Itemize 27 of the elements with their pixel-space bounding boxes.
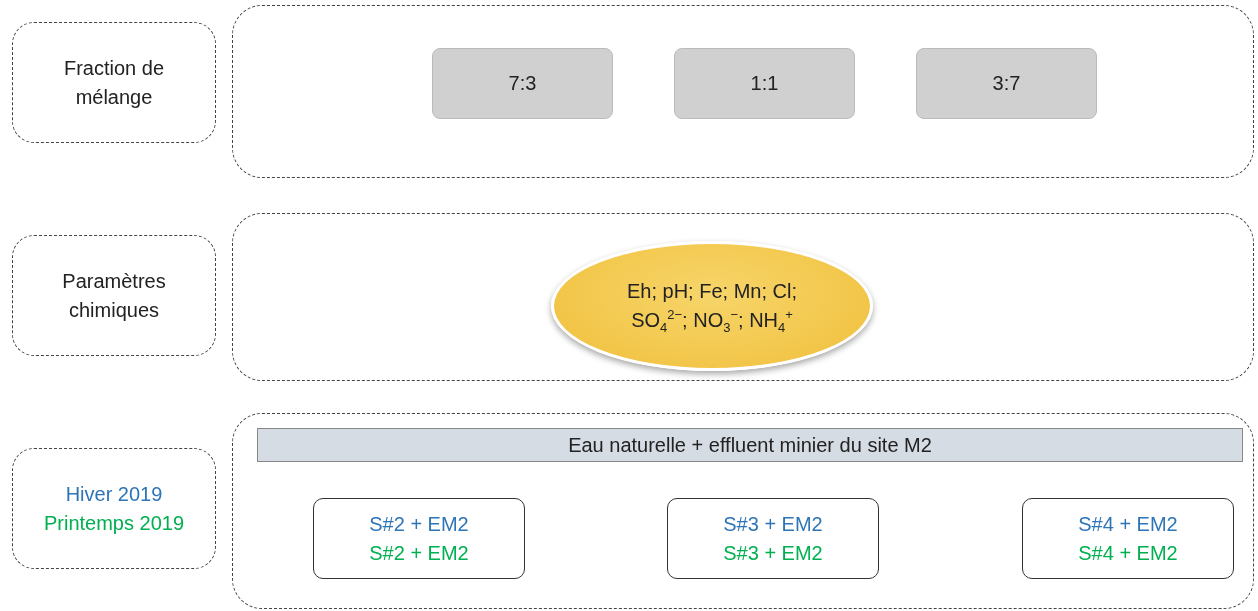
dashed-panel bbox=[232, 413, 1254, 609]
box-label: S#3 + EM2 bbox=[723, 511, 823, 537]
box-label: 1:1 bbox=[750, 71, 779, 96]
category-label: Paramètres chimiques bbox=[61, 268, 167, 323]
box-label: S#3 + EM2 bbox=[723, 540, 823, 566]
sample-box bbox=[667, 498, 879, 579]
category-label: Fraction de mélange bbox=[62, 55, 166, 110]
ratio-box bbox=[432, 48, 613, 119]
box-label: S#2 + EM2 bbox=[369, 511, 469, 537]
sample-box bbox=[1022, 498, 1234, 579]
box-label: S#4 + EM2 bbox=[1078, 511, 1178, 537]
category-label-box bbox=[12, 22, 216, 143]
box-label: 7:3 bbox=[508, 71, 537, 96]
category-label: Printemps 2019 bbox=[43, 510, 185, 536]
dashed-panel bbox=[232, 5, 1254, 178]
box-label: S#2 + EM2 bbox=[369, 540, 469, 566]
category-label: Hiver 2019 bbox=[65, 481, 163, 507]
box-label: 3:7 bbox=[992, 71, 1021, 96]
ratio-box bbox=[674, 48, 855, 119]
banner-text: Eau naturelle + effluent minier du site M2 bbox=[568, 432, 932, 458]
sample-box bbox=[313, 498, 525, 579]
box-label: S#4 + EM2 bbox=[1078, 540, 1178, 566]
title-banner bbox=[257, 428, 1243, 462]
dashed-panel bbox=[232, 213, 1254, 381]
category-label-box bbox=[12, 235, 216, 356]
category-label-box bbox=[12, 448, 216, 569]
ratio-box bbox=[916, 48, 1097, 119]
